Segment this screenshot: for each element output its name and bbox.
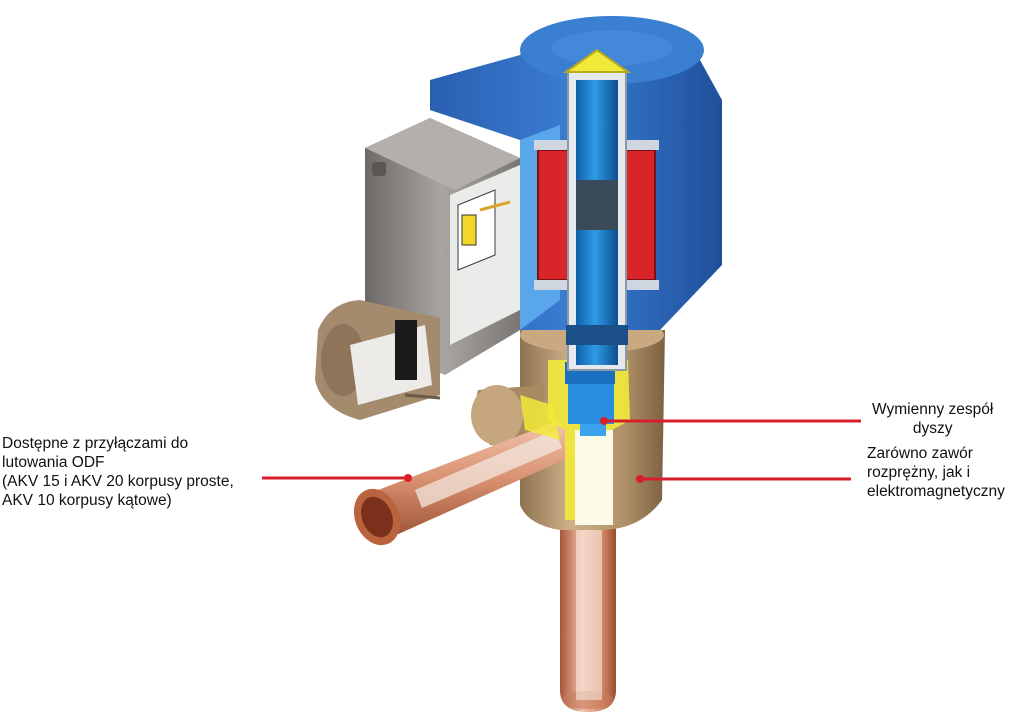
callout-connections-line-3: (AKV 15 i AKV 20 korpusy proste, — [2, 473, 234, 490]
callout-connections-line-4: AKV 10 korpusy kątowe) — [2, 492, 172, 509]
inlet-pipe — [353, 420, 575, 546]
callout-valve-type: Zarówno zawór rozprężny, jak i elektroma… — [867, 444, 1005, 501]
outlet-pipe — [560, 520, 616, 712]
leader-lines — [262, 417, 861, 483]
callout-connections: Dostępne z przyłączami do lutowania ODF … — [2, 434, 234, 510]
armature-tube — [562, 48, 632, 371]
callout-connections-line-1: Dostępne z przyłączami do — [2, 435, 189, 452]
callout-nozzle-line-2: dyszy — [912, 420, 953, 437]
callout-valve-type-line-3: elektromagnetyczny — [867, 483, 1005, 500]
callout-connections-line-2: lutowania ODF — [2, 454, 105, 471]
callout-valve-type-line-1: Zarówno zawór — [867, 445, 973, 462]
callout-valve-type-line-2: rozprężny, jak i — [867, 464, 971, 481]
cable-gland — [315, 300, 441, 420]
callout-nozzle-line-1: Wymienny zespół — [872, 401, 994, 418]
nozzle-assembly — [565, 362, 615, 436]
callout-nozzle: Wymienny zespół dyszy — [872, 400, 993, 438]
